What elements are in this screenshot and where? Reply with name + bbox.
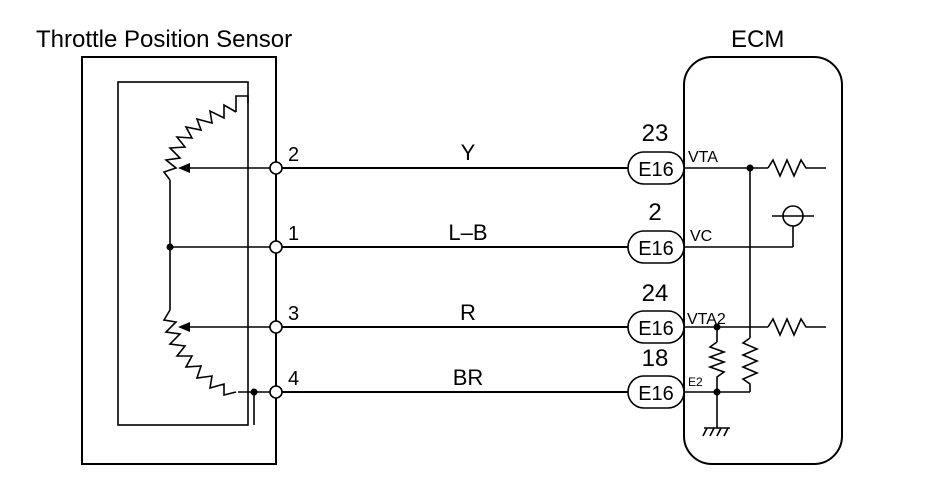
lower-wiper-arrow-icon [178,322,190,332]
upper-wiper-arrow-icon [178,163,190,173]
ecm-pin-label: 18 [642,345,669,372]
ecm-title: ECM [731,26,784,53]
sensor-pin-label: 2 [288,144,299,166]
connector-e16-row-3: E16 [627,310,685,344]
connector-e16-row-1: E16 [627,151,685,185]
connector-e16-row-2: E16 [627,230,685,264]
ecm-internal-circuit [684,158,826,437]
connector-code: E16 [638,238,674,260]
sensor-pin-label: 1 [288,223,299,245]
ecm-pin-label: 23 [642,120,669,147]
sensor-terminal-3 [269,320,283,334]
wire-color-label: R [460,300,476,325]
ecm-housing [683,56,843,465]
sensor-housing [81,56,277,465]
sensor-internal-wiring [166,168,277,425]
ecm-pin-label: 24 [642,280,669,307]
sensor-pin-label: 4 [288,368,299,390]
wire-color-label: Y [461,140,476,165]
sensor-title: Throttle Position Sensor [36,26,292,53]
wire-color-label: L–B [448,220,487,245]
ground-icon [702,427,730,437]
sensor-terminal-4 [269,385,283,399]
harness-wires [276,167,628,393]
sensor-pin-label: 3 [288,303,299,325]
connector-code: E16 [638,159,674,181]
connector-code: E16 [638,383,674,405]
ecm-signal-label: VTA [688,149,718,166]
ecm-pin-label: 2 [648,199,661,226]
ecm-signal-label: VC [690,228,712,245]
ecm-signal-label: E2 [688,375,703,389]
upper-potentiometer [162,95,276,181]
connector-code: E16 [638,318,674,340]
wire-color-label: BR [453,365,484,390]
connector-e16-row-4: E16 [627,375,685,409]
sensor-terminal-1 [269,240,283,254]
lower-potentiometer [162,309,276,397]
sensor-terminal-2 [269,161,283,175]
